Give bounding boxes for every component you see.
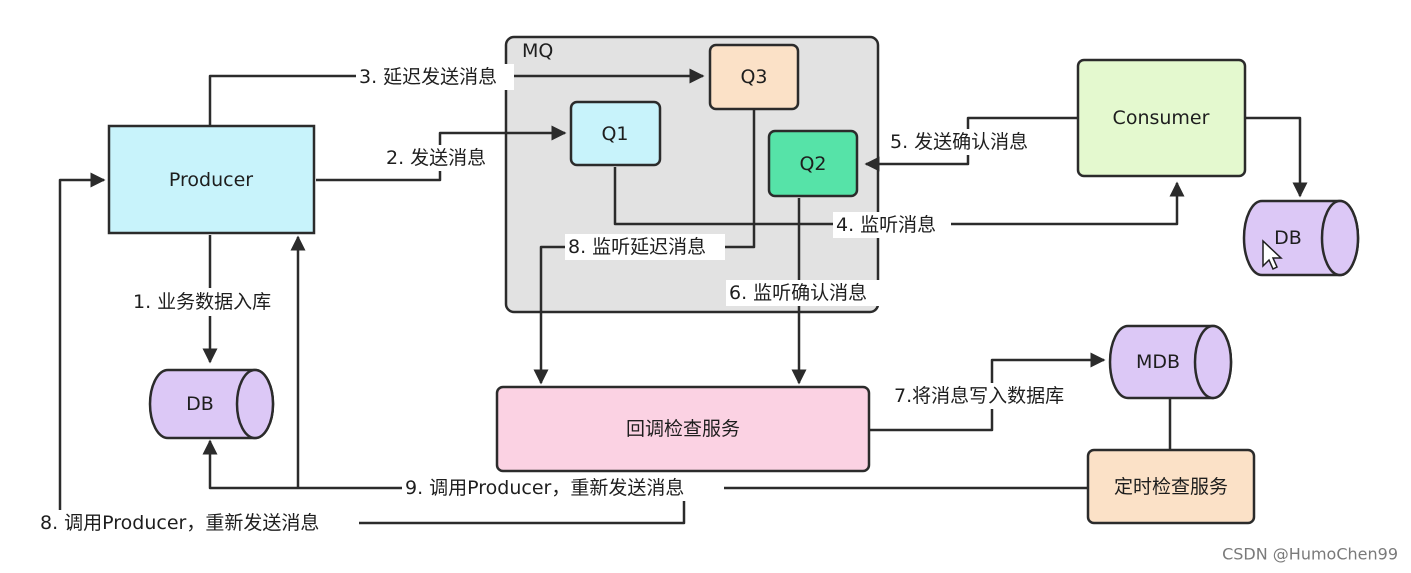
mdb-label: MDB bbox=[1136, 351, 1180, 373]
cursor-icon bbox=[1262, 239, 1283, 271]
watermark: CSDN @HumoChen99 bbox=[1222, 545, 1398, 564]
mdb-node: MDB bbox=[1108, 324, 1233, 400]
consumer-label: Consumer bbox=[1113, 107, 1210, 129]
edge-6-label: 6. 监听确认消息 bbox=[729, 282, 867, 304]
edge-2-label: 2. 发送消息 bbox=[386, 147, 486, 169]
q2-label: Q2 bbox=[799, 153, 826, 175]
producer-label: Producer bbox=[169, 169, 253, 191]
edge-5-label: 5. 发送确认消息 bbox=[890, 131, 1028, 153]
consumer-db-line bbox=[1245, 116, 1308, 198]
timer-service-label: 定时检查服务 bbox=[1114, 476, 1228, 498]
db-right-label: DB bbox=[1274, 227, 1302, 249]
edge-8b-label: 8. 调用Producer，重新发送消息 bbox=[40, 512, 319, 534]
edge-9-label: 9. 调用Producer，重新发送消息 bbox=[405, 477, 684, 499]
edge-4-label: 4. 监听消息 bbox=[836, 214, 936, 236]
producer-node: Producer bbox=[107, 124, 316, 235]
q3-node: Q3 bbox=[708, 43, 800, 111]
callback-service-node: 回调检查服务 bbox=[495, 385, 871, 473]
edge-9-line-main bbox=[202, 439, 1088, 490]
consumer-node: Consumer bbox=[1076, 58, 1247, 178]
q2-node: Q2 bbox=[767, 129, 859, 198]
edge-1-label: 1. 业务数据入库 bbox=[133, 291, 271, 313]
db-left-node: DB bbox=[148, 368, 275, 440]
db-right-node: DB bbox=[1242, 199, 1360, 277]
edge-3-label: 3. 延迟发送消息 bbox=[359, 66, 497, 88]
timer-service-node: 定时检查服务 bbox=[1086, 448, 1256, 525]
callback-service-label: 回调检查服务 bbox=[626, 418, 740, 440]
edge-8a-label: 8. 监听延迟消息 bbox=[568, 236, 706, 258]
edge-7-label: 7.将消息写入数据库 bbox=[894, 385, 1064, 407]
db-left-label: DB bbox=[186, 393, 214, 415]
q3-label: Q3 bbox=[740, 66, 767, 88]
edge-3-line bbox=[208, 68, 705, 126]
q1-label: Q1 bbox=[601, 123, 628, 145]
mq-label: MQ bbox=[522, 40, 553, 62]
q1-node: Q1 bbox=[569, 100, 662, 167]
